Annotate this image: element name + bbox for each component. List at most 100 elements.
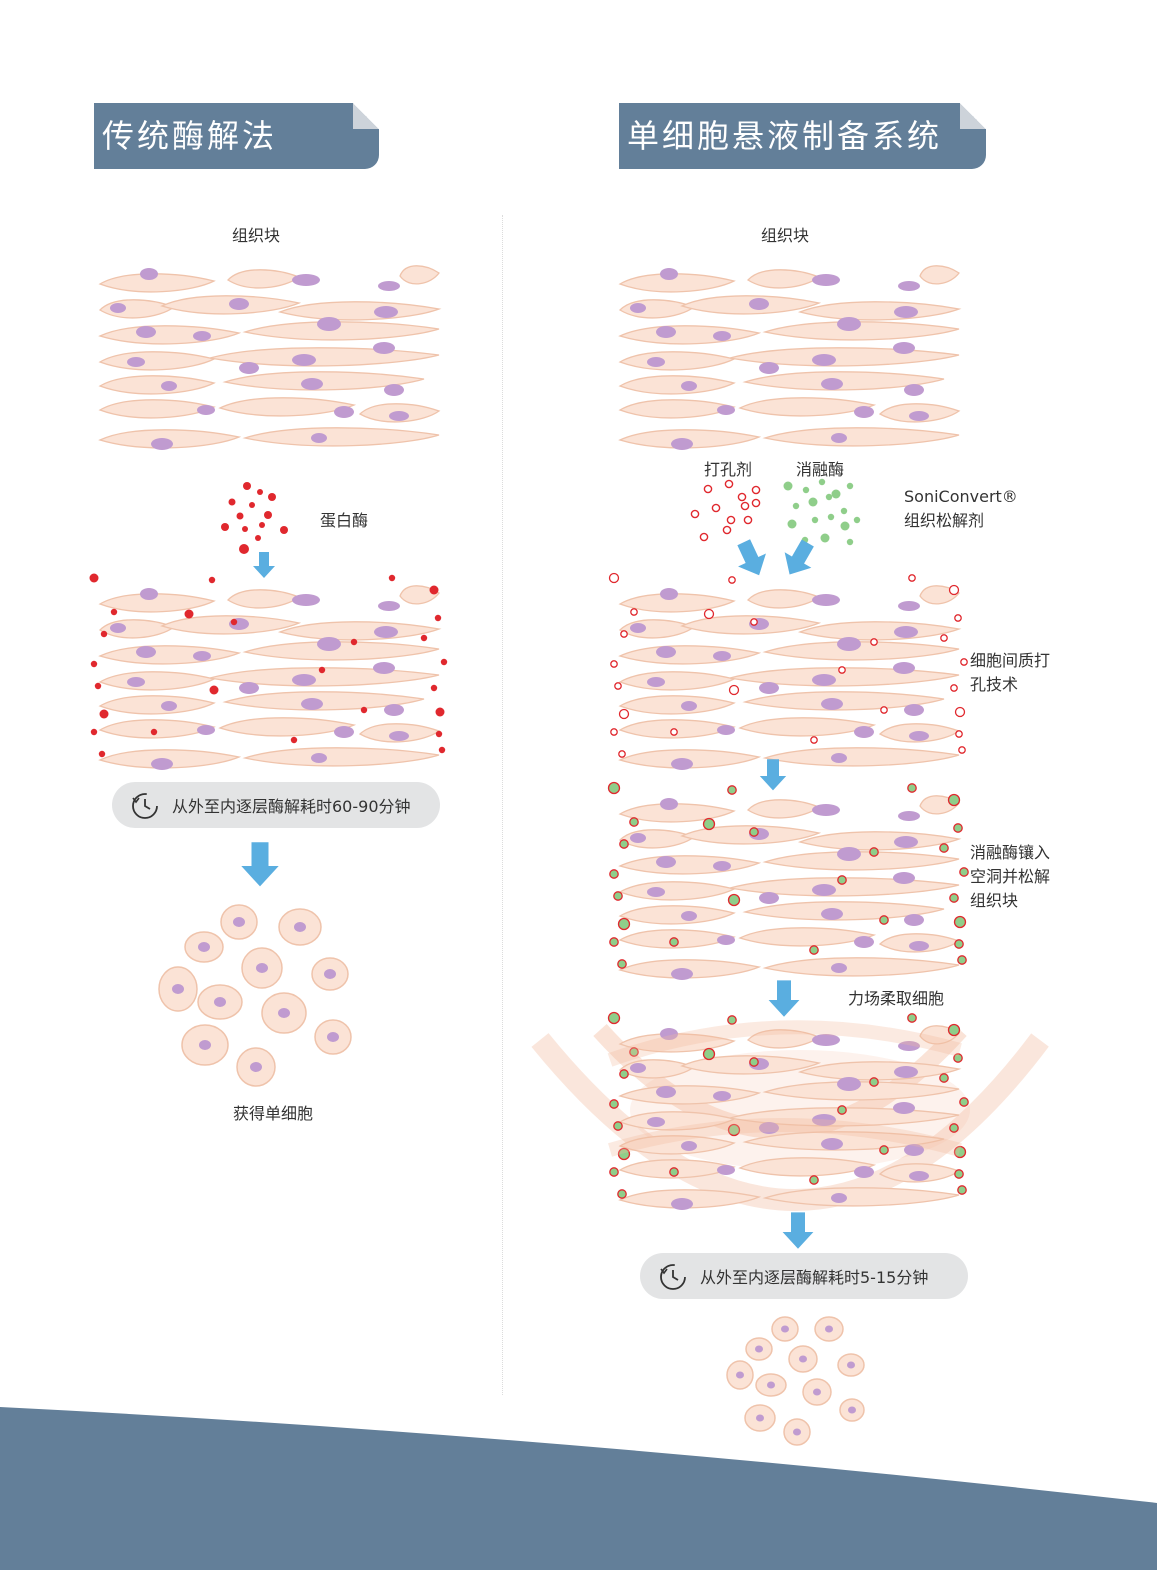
nucleus [854,936,874,948]
perforator-ring [620,630,628,638]
enzyme-dot [869,847,879,857]
cell [618,719,736,739]
nucleus [384,384,404,396]
perforator-ring [954,614,962,622]
protease-dot [230,618,238,626]
cell [242,747,440,767]
nucleus [717,725,735,735]
cell [797,301,962,321]
perforator-ring [870,638,878,646]
perforator-arrow-icon [737,539,766,576]
left-time-pill: 从外至内逐层酶解耗时60-90分钟 [112,782,440,828]
protease-dot [98,750,106,758]
enzyme-dot [607,781,621,795]
down-arrow-icon [253,552,275,578]
nucleus [713,1091,731,1101]
nucleus [110,623,126,633]
nucleus [292,594,320,606]
protease-dot [209,685,219,695]
nucleus [151,438,173,450]
protease-dot [221,523,229,531]
enzyme-dot [953,823,963,833]
nucleus [140,268,158,280]
nucleus [812,884,836,896]
single-cell [744,1404,776,1432]
nucleus [904,1144,924,1156]
enzyme-dot [629,817,639,827]
cell [746,589,821,609]
single-cell [783,1418,811,1446]
perforator-ring [610,660,618,668]
protease-dot [434,614,442,622]
cell [224,371,425,391]
nucleus [136,646,156,658]
enzyme-dot [609,937,619,947]
cell [618,593,736,613]
cell [98,325,242,345]
enzyme-dot [617,1189,627,1199]
cell [98,719,216,739]
cell [618,273,736,293]
nucleus [193,331,211,341]
nucleus [317,317,341,331]
enzyme-dot [939,843,949,853]
nucleus [378,601,400,611]
perforator-ring [838,666,846,674]
nucleus [909,731,929,741]
enzyme-dot [949,893,959,903]
step3-label: 力场柔取细胞 [848,989,945,1008]
enzyme-dot [809,1175,819,1185]
nucleus [229,298,249,310]
nucleus [894,1066,918,1078]
cell [218,717,357,737]
nucleus [671,1198,693,1210]
protease-dot [89,573,99,583]
single-cell [184,931,224,963]
cell [618,905,736,925]
nucleus [630,1063,646,1073]
enzyme-dot [954,939,964,949]
nucleus [909,1171,929,1181]
cell [98,351,216,371]
nucleus [630,833,646,843]
single-cell [802,1378,832,1406]
enzyme-dot [702,1047,716,1061]
perforator-ring [880,706,888,714]
nucleus [292,354,316,366]
enzyme-dot [749,827,759,837]
nucleus [292,274,320,286]
nucleus [647,677,665,687]
protease-dot [94,682,102,690]
nucleus [681,911,697,921]
protease-dot [420,634,428,642]
nucleus [812,1114,836,1126]
cell [226,589,301,609]
perforator-label: 打孔剂 [704,460,753,479]
nucleus [821,378,843,390]
right-tissue-block [618,265,962,450]
single-cell [755,1373,787,1397]
perforator-ring [699,532,709,542]
protease-dot [90,660,98,668]
enzyme-dot [607,1011,621,1025]
single-cell [837,1353,865,1377]
cell [399,265,440,285]
nucleus [334,406,354,418]
down-arrow-icon [241,842,279,887]
nucleus [656,856,676,868]
cell [618,1189,762,1209]
enzyme-dot [702,817,716,831]
right-tissue-perforated [608,572,968,770]
nucleus [671,758,693,770]
cell [618,749,762,769]
enzyme-dot [609,869,619,879]
perforator-ring [711,503,721,513]
nucleus [759,892,779,904]
cell [98,273,216,293]
enzyme-dot [939,1073,949,1083]
enzyme-dot [727,1123,741,1137]
protease-dot [318,666,326,674]
nucleus [837,1077,861,1091]
nucleus [311,433,327,443]
